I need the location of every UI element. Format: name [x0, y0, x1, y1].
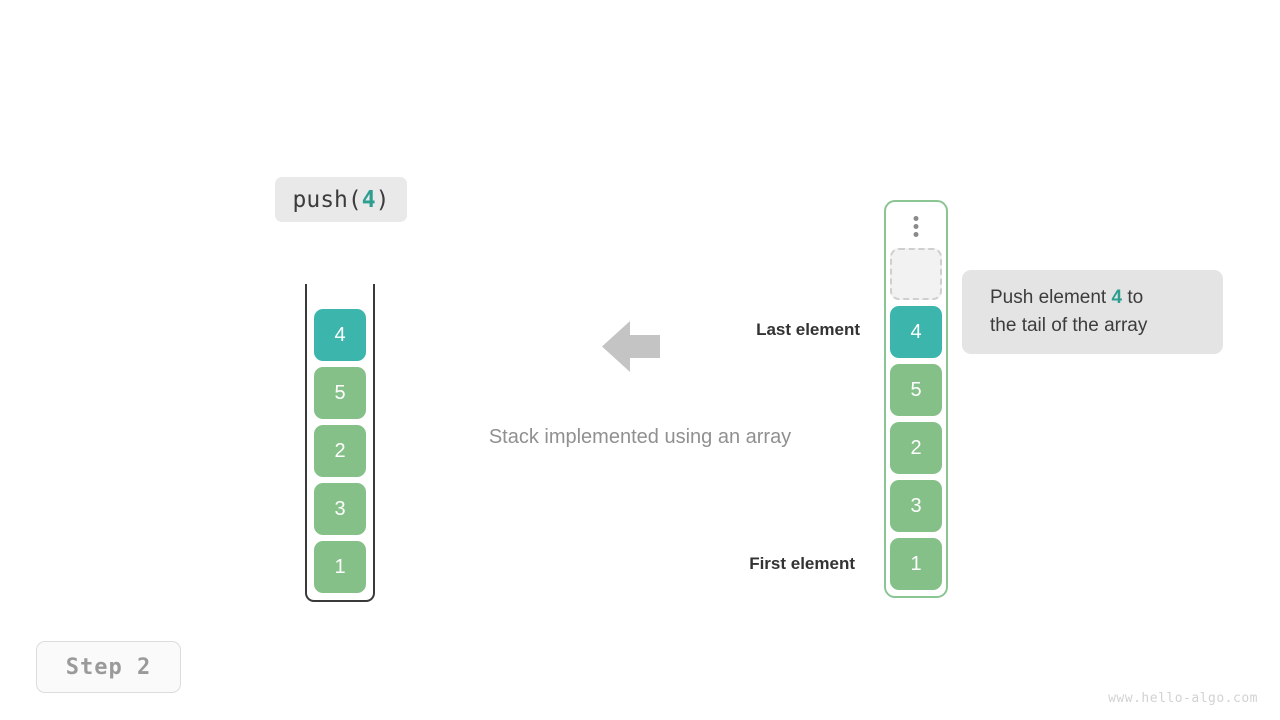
operation-suffix: ): [375, 186, 390, 213]
array-cell-list: 4 5 2 3 1: [890, 248, 942, 590]
label-last-element: Last element: [756, 320, 860, 339]
vertical-ellipsis-icon: [913, 216, 919, 237]
stack-cell-4: 1: [314, 541, 366, 593]
array-empty-slot: [890, 248, 942, 300]
callout-box: Push element 4 to the tail of the array: [962, 270, 1223, 354]
watermark: www.hello-algo.com: [1108, 691, 1258, 706]
stack-cell-list: 4 5 2 3 1: [314, 309, 366, 593]
array-cell-4: 1: [890, 538, 942, 590]
array-cell-0: 4: [890, 306, 942, 358]
array-cell-1: 5: [890, 364, 942, 416]
callout-text: Push element 4 to the tail of the array: [990, 284, 1147, 339]
stack-cell-1: 5: [314, 367, 366, 419]
array-cell-3: 3: [890, 480, 942, 532]
stack-cell-2: 2: [314, 425, 366, 477]
array-cell-2: 2: [890, 422, 942, 474]
label-first-element: First element: [749, 554, 855, 573]
stack-cell-0: 4: [314, 309, 366, 361]
step-badge: Step 2: [36, 641, 181, 693]
arrow-left-icon: [602, 320, 660, 373]
stack-caption: Stack implemented using an array: [488, 426, 792, 448]
operation-label: push(4): [275, 177, 407, 222]
callout-line2: the tail of the array: [990, 315, 1148, 336]
callout-line1-value: 4: [1111, 287, 1123, 309]
stack-cell-3: 3: [314, 483, 366, 535]
operation-value: 4: [361, 186, 376, 213]
callout-line1-prefix: Push element: [990, 287, 1112, 309]
array-container: 4 5 2 3 1: [884, 200, 948, 598]
stack-container: 4 5 2 3 1: [305, 284, 375, 602]
operation-prefix: push(: [292, 186, 362, 213]
callout-line1-suffix: to: [1122, 287, 1144, 309]
